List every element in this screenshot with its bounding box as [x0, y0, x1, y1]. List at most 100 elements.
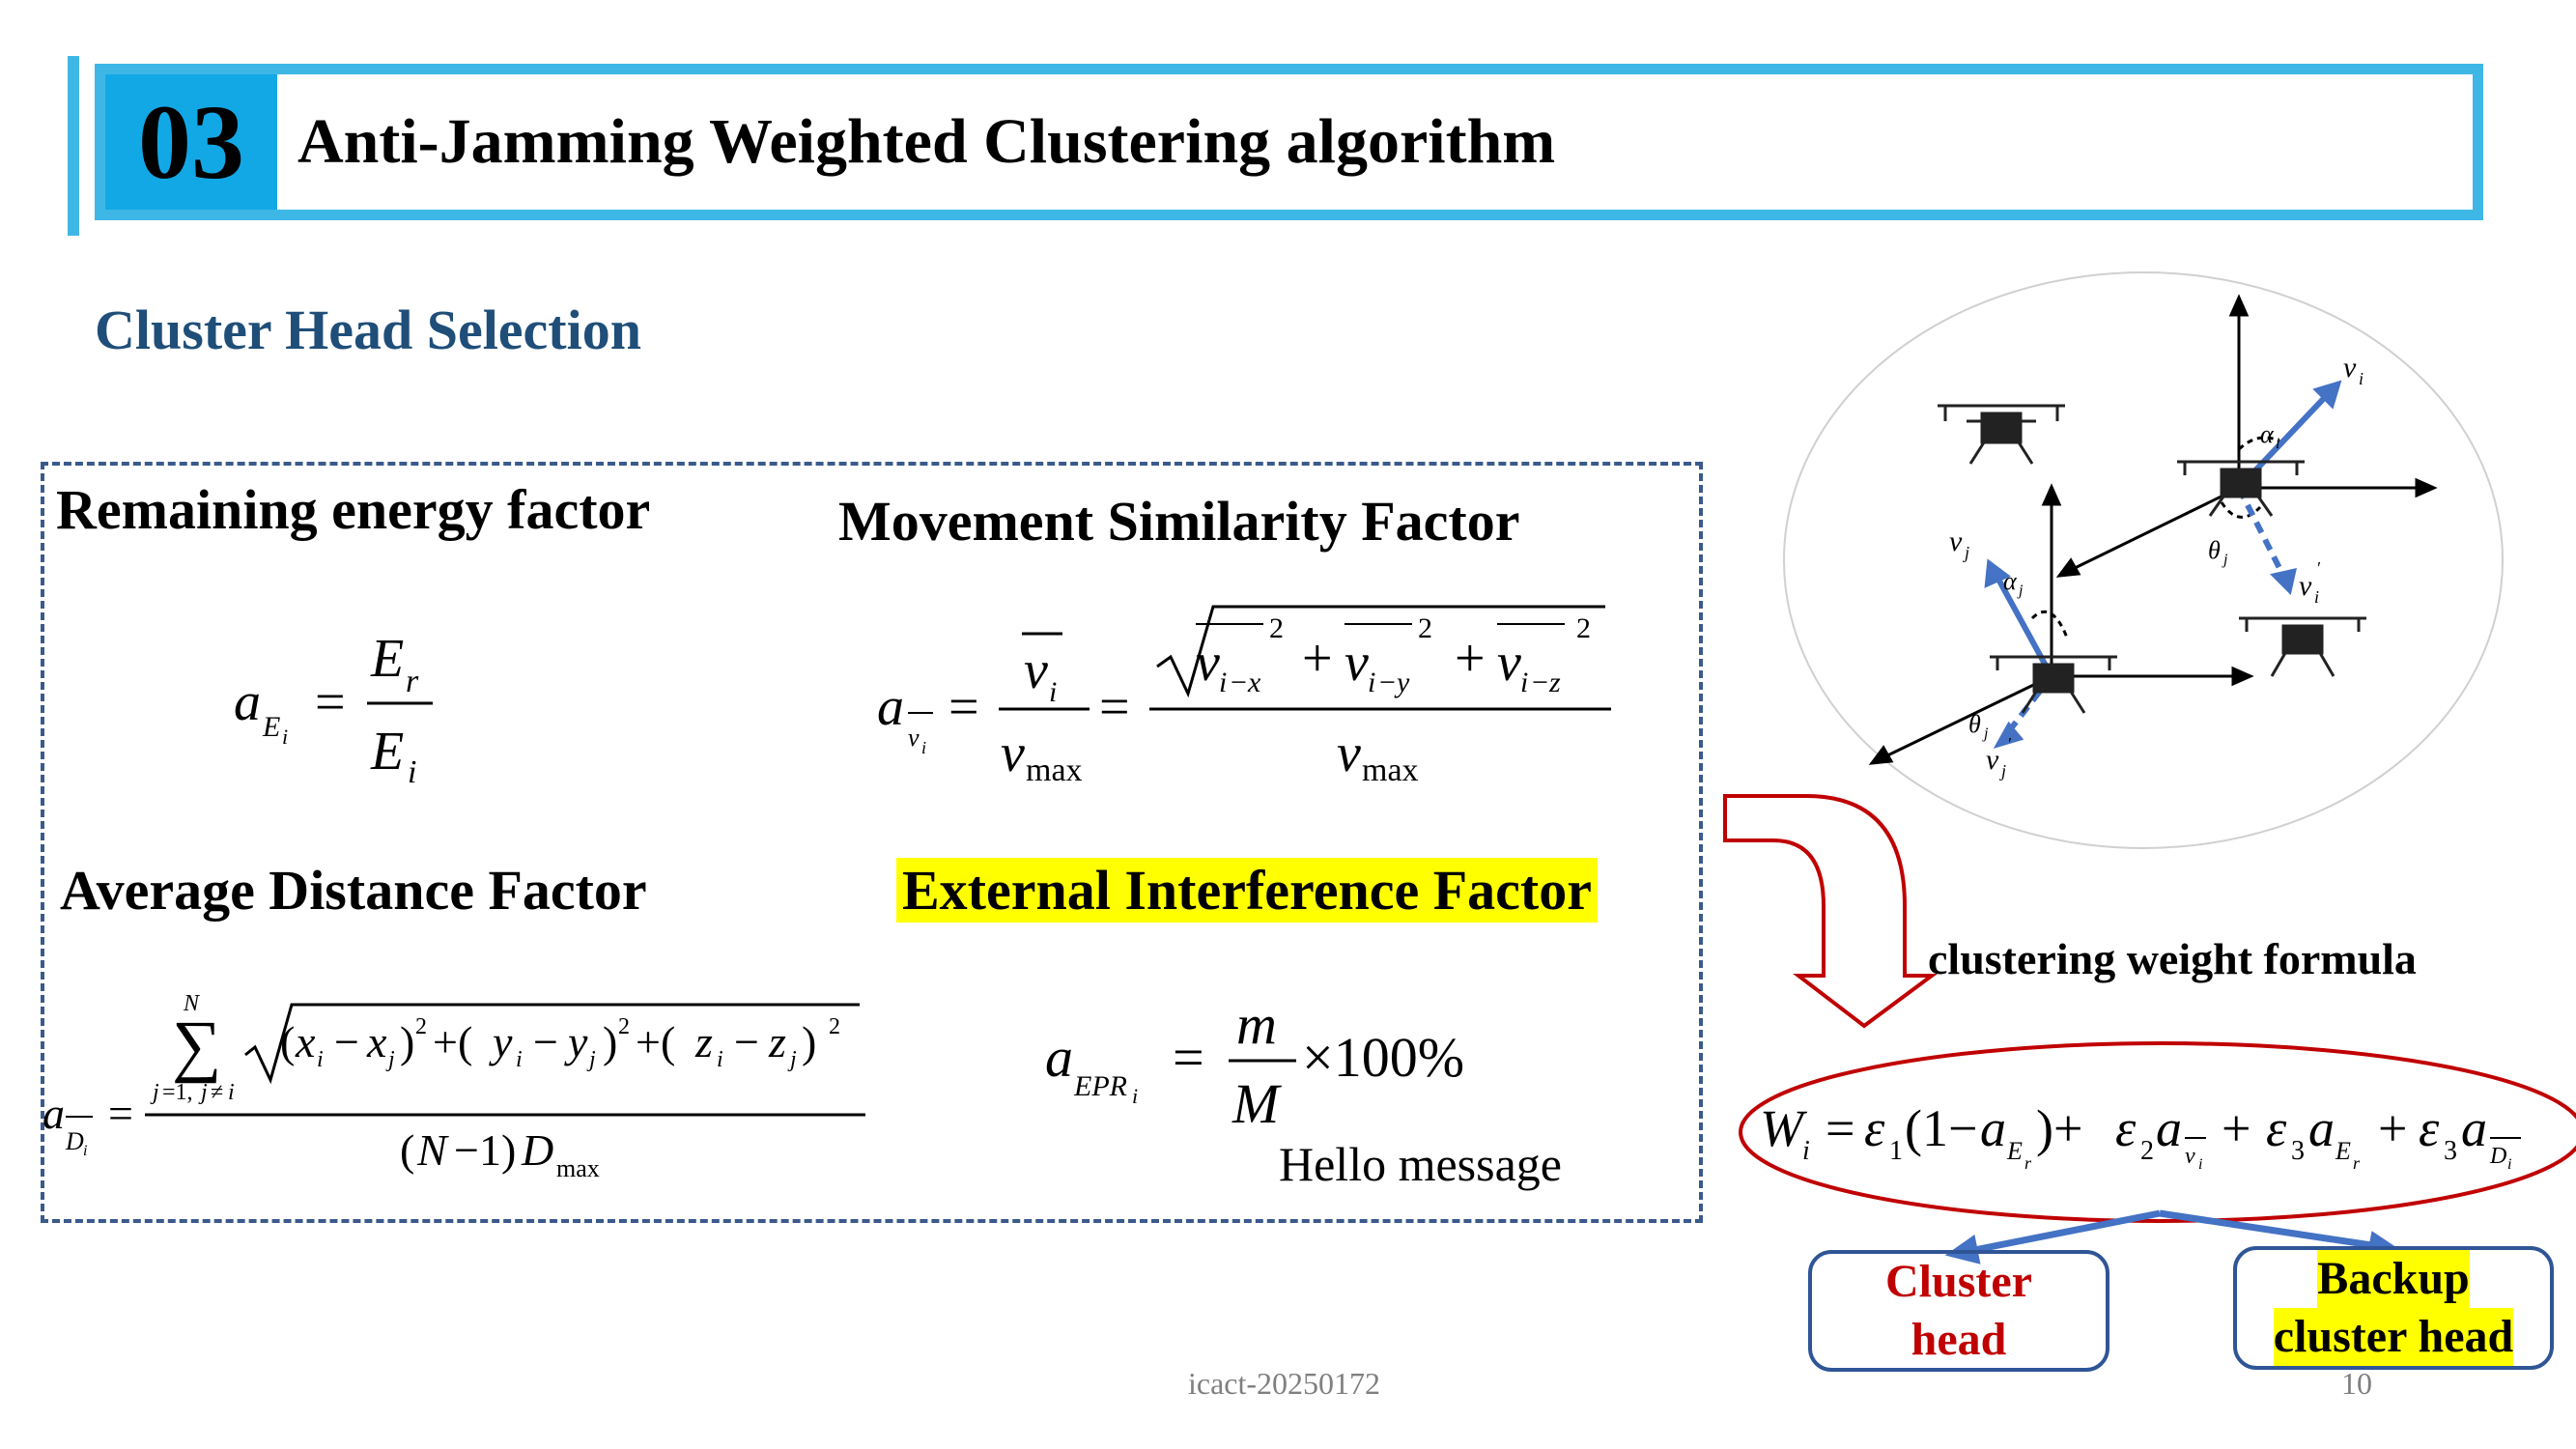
svg-text:x: x [1247, 667, 1261, 698]
svg-text:z: z [1548, 667, 1561, 698]
svg-text:a: a [2308, 1099, 2335, 1157]
svg-text:E: E [370, 722, 404, 781]
svg-text:r: r [2353, 1153, 2361, 1173]
svg-text:2: 2 [1269, 612, 1284, 644]
svg-text:=1,: =1, [162, 1080, 193, 1105]
svg-text:2: 2 [415, 1014, 427, 1039]
velocity-vectors [1984, 380, 2342, 749]
svg-text:−: − [1231, 667, 1247, 698]
coordinate-axes [1868, 294, 2438, 765]
svg-text:v: v [1497, 633, 1521, 693]
svg-text:j: j [787, 1047, 797, 1072]
svg-text:j: j [1963, 543, 1969, 562]
svg-text:v: v [1196, 633, 1220, 693]
svg-text:v: v [1024, 640, 1048, 700]
formula-box [41, 462, 1703, 1223]
svg-text:i: i [1049, 676, 1057, 708]
svg-text:2: 2 [1418, 612, 1432, 644]
svg-text:): ) [802, 1017, 816, 1066]
svg-text:r: r [2024, 1153, 2032, 1173]
svg-text:m: m [1236, 993, 1277, 1056]
svg-text:a: a [2461, 1099, 2487, 1157]
svg-text:−: − [334, 1017, 359, 1066]
backup-line1: Backup [2317, 1250, 2470, 1308]
svg-text:ε: ε [1864, 1099, 1885, 1157]
section-title: Cluster Head Selection [95, 298, 641, 361]
svg-text:EPR: EPR [1073, 1070, 1127, 1102]
svg-text:+(: +( [636, 1017, 675, 1066]
svg-text:N: N [416, 1125, 449, 1175]
section-number: 03 [105, 74, 277, 210]
svg-text:2: 2 [618, 1014, 630, 1039]
svg-text:j: j [150, 1080, 159, 1105]
curved-down-arrow-icon [1723, 794, 1939, 1029]
cluster-head-line1: Cluster [1885, 1256, 2032, 1307]
svg-text:a: a [42, 1089, 65, 1138]
svg-text:α: α [2260, 420, 2275, 448]
svg-text:a: a [1045, 1026, 1073, 1089]
movement-factor-label: Movement Similarity Factor [838, 490, 1520, 553]
svg-text:max: max [1026, 753, 1083, 788]
svg-text:v: v [2343, 352, 2357, 384]
svg-text:(: ( [280, 1017, 295, 1066]
svg-text:i: i [2198, 1156, 2202, 1173]
svg-text:3: 3 [2444, 1136, 2457, 1166]
header-frame [95, 64, 2483, 220]
distance-factor-label: Average Distance Factor [60, 859, 647, 922]
page-number: 10 [2341, 1366, 2372, 1401]
svg-text:θ: θ [1968, 710, 1981, 738]
svg-text:v: v [1986, 744, 1999, 776]
svg-text:a: a [2156, 1099, 2182, 1157]
svg-text:+: + [2222, 1099, 2250, 1157]
svg-text:i: i [1802, 1136, 1810, 1166]
svg-text:i: i [2276, 436, 2279, 452]
svg-text:max: max [556, 1154, 600, 1182]
svg-text:a: a [877, 677, 904, 737]
external-factor-label: External Interference Factor [896, 858, 1598, 923]
svg-text:x: x [366, 1017, 387, 1066]
svg-text:j: j [1982, 725, 1989, 742]
header-accent-bar [68, 56, 79, 236]
svg-text:W: W [1760, 1099, 1808, 1157]
svg-text:+(: +( [433, 1017, 472, 1066]
svg-text:y: y [489, 1017, 513, 1066]
svg-text:D: D [65, 1127, 84, 1155]
svg-text:j: j [1999, 761, 2006, 781]
cluster-head-box: Cluster head [1808, 1250, 2109, 1372]
svg-text:∑: ∑ [172, 1007, 221, 1084]
svg-text:v: v [1337, 724, 1361, 783]
svg-text:j: j [586, 1047, 596, 1072]
svg-text:i: i [317, 1047, 324, 1072]
svg-text:v: v [2185, 1144, 2195, 1169]
svg-text:y: y [1394, 667, 1410, 698]
svg-text:M: M [1231, 1072, 1282, 1135]
svg-text:j: j [2017, 582, 2024, 599]
svg-text:+: + [1455, 629, 1486, 689]
svg-text:i: i [83, 1143, 87, 1159]
cluster-head-line2: head [1911, 1314, 2007, 1365]
footer-conference-id: icact-20250172 [1188, 1366, 1381, 1401]
svg-text:≠: ≠ [211, 1080, 223, 1105]
svg-text:α: α [2003, 567, 2018, 595]
drone-icon [2177, 460, 2305, 517]
svg-text:=: = [108, 1089, 133, 1138]
svg-text:2: 2 [1576, 612, 1591, 644]
slide-title: Anti-Jamming Weighted Clustering algorit… [297, 106, 1556, 177]
svg-text:i: i [2507, 1156, 2511, 1173]
svg-text:ε: ε [2419, 1099, 2440, 1157]
svg-text:=: = [1826, 1099, 1854, 1157]
svg-text:i: i [1219, 667, 1227, 698]
svg-text:1: 1 [1889, 1136, 1903, 1166]
svg-text:z: z [694, 1017, 713, 1066]
svg-text:j: j [2222, 552, 2228, 568]
svg-text:θ: θ [2208, 536, 2221, 564]
svg-text:v: v [1001, 724, 1025, 783]
svg-text:a: a [234, 672, 261, 732]
svg-text:E: E [262, 711, 280, 743]
svg-text:v: v [2299, 570, 2312, 602]
svg-text:i: i [2359, 369, 2364, 388]
svg-text:z: z [768, 1017, 786, 1066]
